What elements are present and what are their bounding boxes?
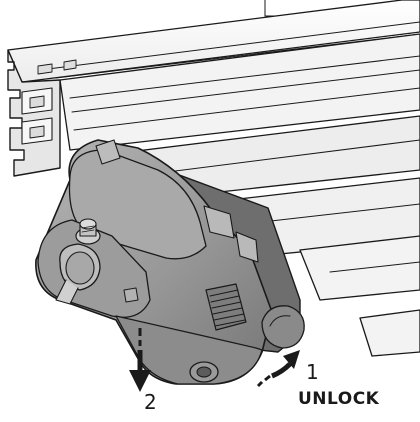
- down-arrow-icon: [129, 328, 151, 392]
- curved-up-arrow-icon: [256, 350, 300, 388]
- step-1-unlock-label: UNLOCK: [298, 389, 380, 409]
- step-2-number: 2: [144, 390, 157, 414]
- step-1-number: 1: [306, 360, 319, 384]
- grip-wheel: [205, 283, 247, 331]
- track-adapter: [35, 139, 305, 385]
- screw: [75, 218, 101, 245]
